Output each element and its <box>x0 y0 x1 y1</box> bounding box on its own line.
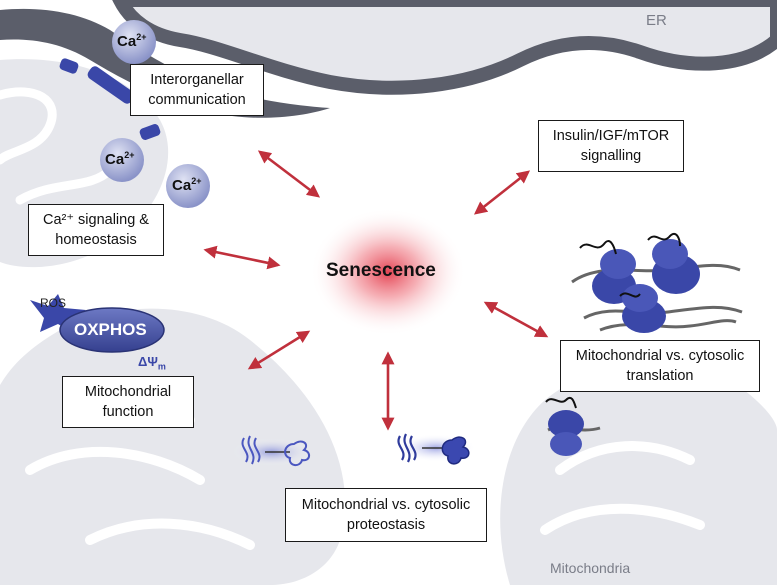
box-mitochondrial-function: Mitochondrial function <box>62 376 194 428</box>
box-calcium-signaling: Ca²⁺ signaling & homeostasis <box>28 204 164 256</box>
oxphos-label: OXPHOS <box>74 320 147 339</box>
box-line: homeostasis <box>55 232 137 248</box>
box-interorganellar-communication: Interorganellar communication <box>130 64 264 116</box>
arrow-mito-function <box>247 330 311 370</box>
calcium-ion-label: Ca2+ <box>172 176 202 194</box>
arrow-translation <box>483 301 549 338</box>
proteostasis-left-icon <box>232 435 312 466</box>
proteostasis-right-icon <box>396 433 476 465</box>
mitochondrion-lower-right <box>500 361 777 585</box>
arrow-interorganellar <box>257 150 321 198</box>
box-line: Mitochondrial <box>84 384 172 400</box>
senescence-label: Senescence <box>326 260 436 281</box>
ros-label: ROS <box>40 296 67 310</box>
calcium-ion-label: Ca2+ <box>117 32 147 50</box>
ros-star-icon <box>30 294 86 334</box>
box-line: communication <box>148 92 246 108</box>
calcium-ion-icon <box>166 164 210 208</box>
senescence-glow <box>310 208 466 336</box>
box-line: signalling <box>580 148 642 164</box>
oxphos-complex-icon <box>59 307 165 353</box>
calcium-ion-icon <box>100 138 144 182</box>
mito-ribosome-icon <box>545 396 601 456</box>
box-line: Insulin/IGF/mTOR <box>552 128 670 144</box>
box-line: translation <box>626 368 694 384</box>
arrow-calcium <box>203 245 281 270</box>
box-translation: Mitochondrial vs. cytosolic translation <box>560 340 760 392</box>
box-line: proteostasis <box>346 517 426 533</box>
box-insulin-signalling: Insulin/IGF/mTOR signalling <box>538 120 684 172</box>
box-line: Interorganellar <box>150 72 244 88</box>
box-line: Mitochondrial vs. cytosolic <box>575 348 745 364</box>
box-line: Ca²⁺ signaling & <box>43 212 149 228</box>
box-proteostasis: Mitochondrial vs. cytosolic proteostasis <box>285 488 487 542</box>
contact-site-rods <box>59 58 161 140</box>
er-label: ER <box>646 12 667 29</box>
ribosome-cluster-icon <box>571 232 743 333</box>
box-line: function <box>102 404 154 420</box>
arrow-insulin <box>473 170 531 215</box>
calcium-ion-icon <box>112 20 156 64</box>
membrane-potential-label: ΔΨm <box>138 354 166 372</box>
calcium-ion-label: Ca2+ <box>105 150 135 168</box>
mitochondria-label: Mitochondria <box>550 560 631 576</box>
arrows <box>203 150 549 431</box>
box-line: Mitochondrial vs. cytosolic <box>301 497 471 513</box>
